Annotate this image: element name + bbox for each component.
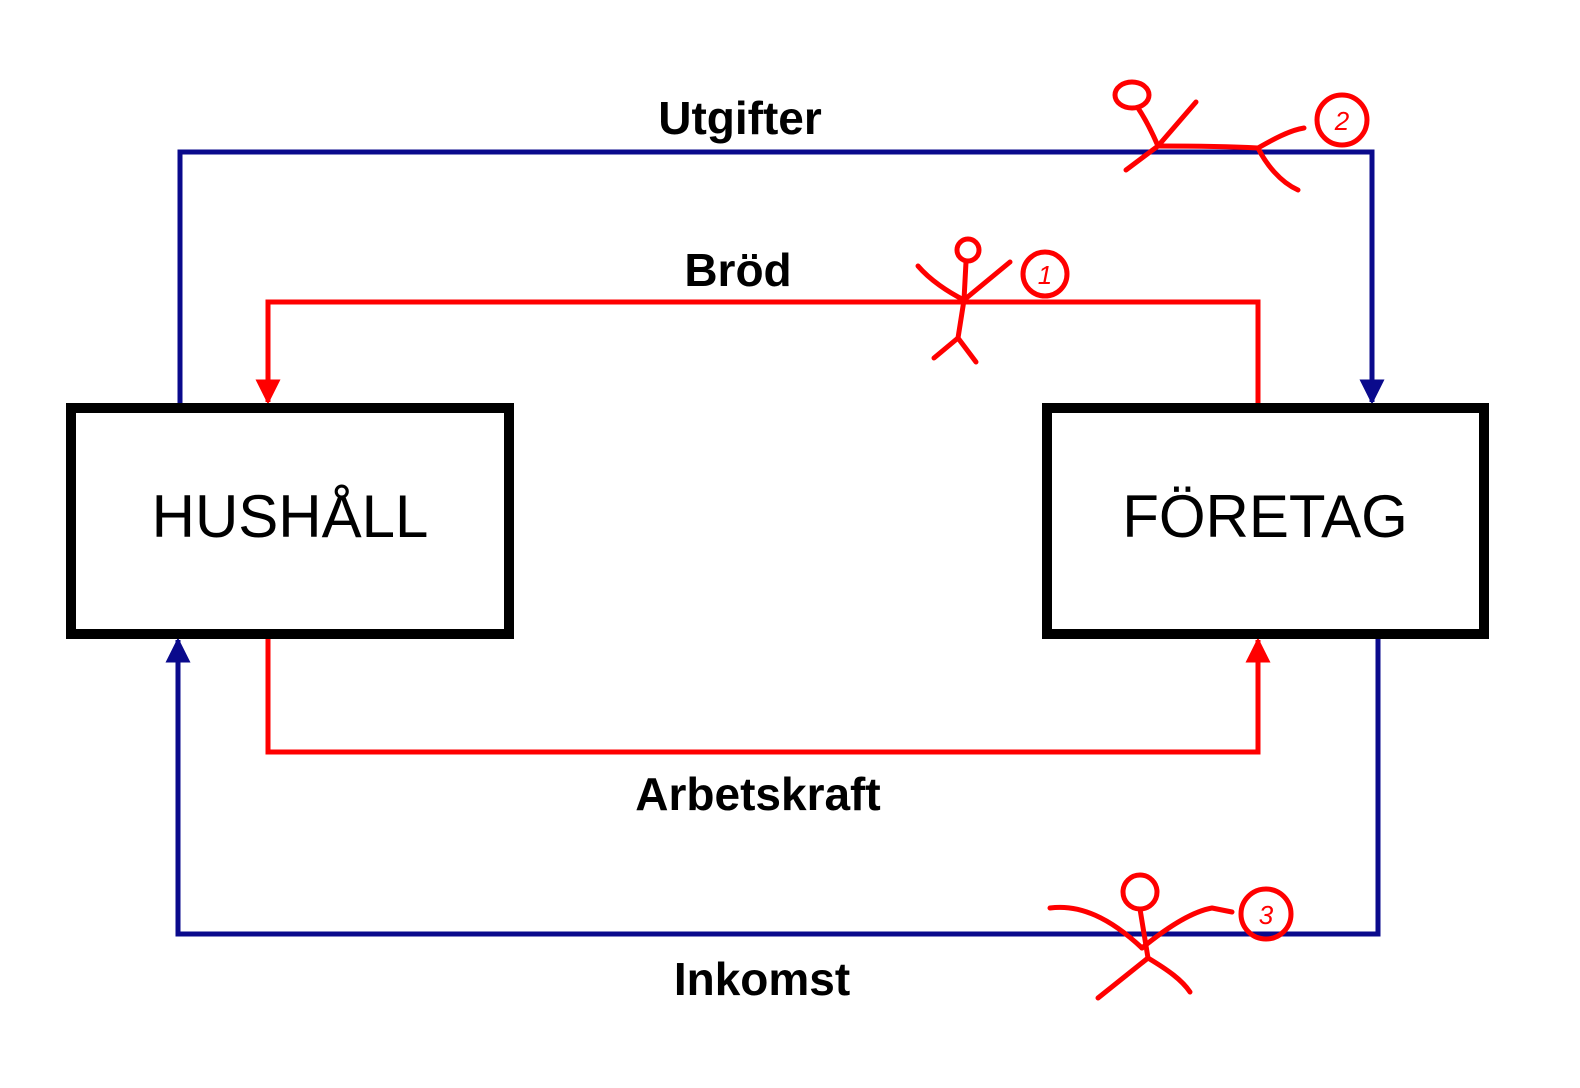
svg-text:1: 1	[1038, 260, 1052, 290]
annotation-1-circle	[1020, 249, 1070, 299]
foretag-label: FÖRETAG	[1122, 483, 1408, 550]
utgifter-label: Utgifter	[658, 92, 822, 144]
hushall-label: HUSHÅLL	[152, 483, 429, 550]
stick-figure-3-icon: 3	[1047, 872, 1294, 1001]
inkomst-flow-line	[165, 635, 1381, 937]
stick-figure-2-icon: 2	[1112, 79, 1370, 193]
foretag-box	[1042, 403, 1489, 639]
arbetskraft-label: Arbetskraft	[635, 768, 880, 820]
brod-flow-line	[255, 299, 1261, 405]
annotation-2-circle	[1314, 92, 1370, 148]
svg-text:2: 2	[1334, 106, 1350, 136]
inkomst-label: Inkomst	[674, 953, 850, 1005]
utgifter-flow-line	[177, 149, 1385, 405]
svg-text:3: 3	[1259, 900, 1274, 930]
arbetskraft-flow-line	[265, 635, 1271, 755]
stick-figure-1-icon: 1	[915, 236, 1070, 365]
annotation-3-circle	[1238, 886, 1294, 942]
hushall-box	[66, 403, 514, 639]
brod-label: Bröd	[684, 244, 791, 296]
